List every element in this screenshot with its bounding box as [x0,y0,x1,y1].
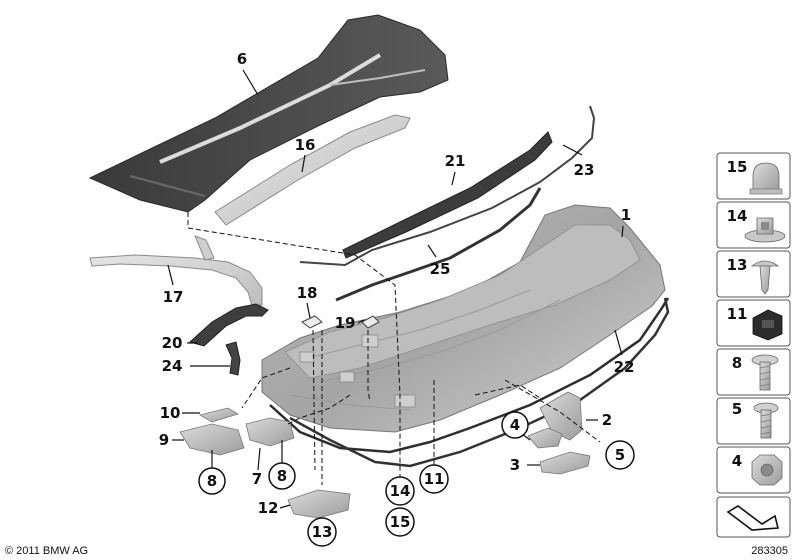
hex-nut-icon [751,454,783,486]
circled-callout-5: 5 [605,440,635,470]
legend-item-11: 11 [716,299,791,347]
circled-callout-8b: 8 [268,462,296,490]
callout-16: 16 [295,136,316,154]
clip-icon [752,309,783,341]
clip-nut-icon [744,217,786,243]
callout-18: 18 [297,284,318,302]
lock-part-3 [539,451,591,475]
circled-callout-8b-text: 8 [277,467,287,485]
wire-part [299,105,596,267]
legend-item-14: 14 [716,201,791,249]
circled-callout-14-text: 14 [390,482,411,500]
callout-7: 7 [252,470,262,488]
orientation-arrow-icon [726,505,780,531]
legend-label-8: 8 [732,354,742,372]
callout-10: 10 [160,404,181,422]
legend-label-14: 14 [727,207,748,225]
callout-9: 9 [159,431,169,449]
circled-callout-14: 14 [385,476,415,506]
circled-callout-4-text: 4 [510,416,520,434]
circled-callout-15-text: 15 [390,513,411,531]
callout-21: 21 [445,152,466,170]
trunk-lid-part [261,204,670,454]
screw-icon-8 [751,354,779,391]
legend-item-4: 4 [716,446,791,494]
pad-part-18 [301,315,323,329]
bracket-part-10 [198,407,239,423]
callout-3: 3 [510,456,520,474]
copyright-text: © 2011 BMW AG [5,545,88,557]
legend-item-8: 8 [716,348,791,396]
callout-2: 2 [602,411,612,429]
callout-6: 6 [237,50,247,68]
bracket-part-9 [179,423,245,456]
spoiler-part [88,14,449,213]
circled-callout-4: 4 [501,411,529,439]
push-rivet-icon [750,260,780,295]
cap-nut-icon [749,162,783,195]
circled-callout-13-text: 13 [312,523,333,541]
fastener-legend: 15 14 13 11 [716,152,791,538]
callout-17: 17 [163,288,184,306]
assembly-lines [187,212,601,485]
legend-item-5: 5 [716,397,791,445]
legend-label-13: 13 [727,256,748,274]
callout-20: 20 [162,334,183,352]
legend-item-13: 13 [716,250,791,298]
legend-label-15: 15 [727,158,748,176]
circled-callout-13: 13 [307,517,337,547]
orientation-symbol [716,496,791,538]
callout-24: 24 [162,357,183,375]
diagram-number: 283305 [751,545,788,557]
bracket-part-12 [287,489,351,519]
circled-callout-11: 11 [419,464,449,494]
screw-icon-5 [753,402,779,439]
circled-callout-8a-text: 8 [207,472,217,490]
bracket-part-7 [245,417,295,447]
legend-label-11: 11 [727,305,748,323]
callout-1: 1 [621,206,631,224]
callout-25: 25 [430,260,451,278]
bracket-part-24 [225,341,241,376]
legend-label-4: 4 [732,452,742,470]
hinge-part-2 [539,391,583,441]
circled-callout-15: 15 [385,507,415,537]
circled-callout-8a: 8 [198,467,226,495]
callout-22: 22 [614,358,635,376]
circled-callout-5-text: 5 [615,446,625,464]
callout-19: 19 [335,314,356,332]
legend-item-15: 15 [716,152,791,200]
bracket-part-20 [188,303,269,347]
callout-23: 23 [574,161,595,179]
seal-part [342,131,553,259]
callout-12: 12 [258,499,279,517]
legend-label-5: 5 [732,400,742,418]
trim-strip-part [214,114,411,226]
pad-part-19 [361,315,380,329]
bracket-part-4 [527,427,563,449]
cable-part [335,187,542,302]
circled-callout-11-text: 11 [424,470,445,488]
